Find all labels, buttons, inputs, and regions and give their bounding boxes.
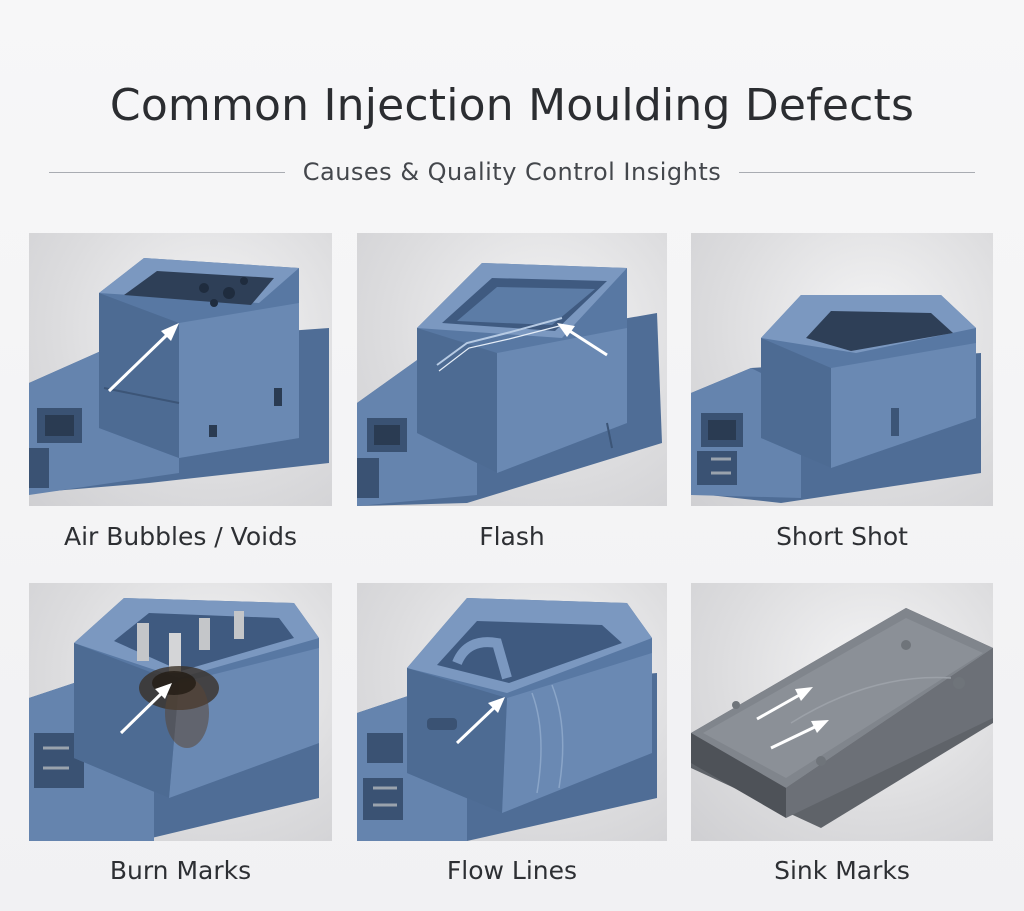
subtitle-rule-right (739, 171, 976, 173)
page-title: Common Injection Moulding Defects (109, 80, 915, 131)
connector-flash-image (357, 263, 662, 506)
defect-image-sink-marks (691, 583, 993, 841)
defect-image-flow-lines (357, 583, 667, 841)
subtitle-row: Causes & Quality Control Insights (0, 155, 1024, 189)
defect-label-flash: Flash (479, 522, 545, 551)
defect-image-flash (357, 233, 667, 506)
defect-label-flow-lines: Flow Lines (446, 856, 578, 885)
page-subtitle: Causes & Quality Control Insights (302, 158, 722, 186)
panel-sink-marks-image (691, 608, 993, 828)
defect-label-short-shot: Short Shot (776, 522, 908, 551)
defect-label-sink-marks: Sink Marks (774, 856, 910, 885)
defect-image-burn-marks (29, 583, 332, 841)
connector-burn-marks-image (29, 598, 319, 841)
defect-label-air-bubbles: Air Bubbles / Voids (64, 522, 297, 551)
defect-image-air-bubbles (29, 233, 332, 506)
subtitle-rule-left (48, 171, 285, 173)
defect-image-short-shot (691, 233, 993, 506)
connector-voids-image (29, 258, 329, 495)
defect-label-burn-marks: Burn Marks (109, 856, 252, 885)
connector-flow-lines-image (357, 598, 657, 841)
connector-short-shot-image (691, 295, 981, 503)
